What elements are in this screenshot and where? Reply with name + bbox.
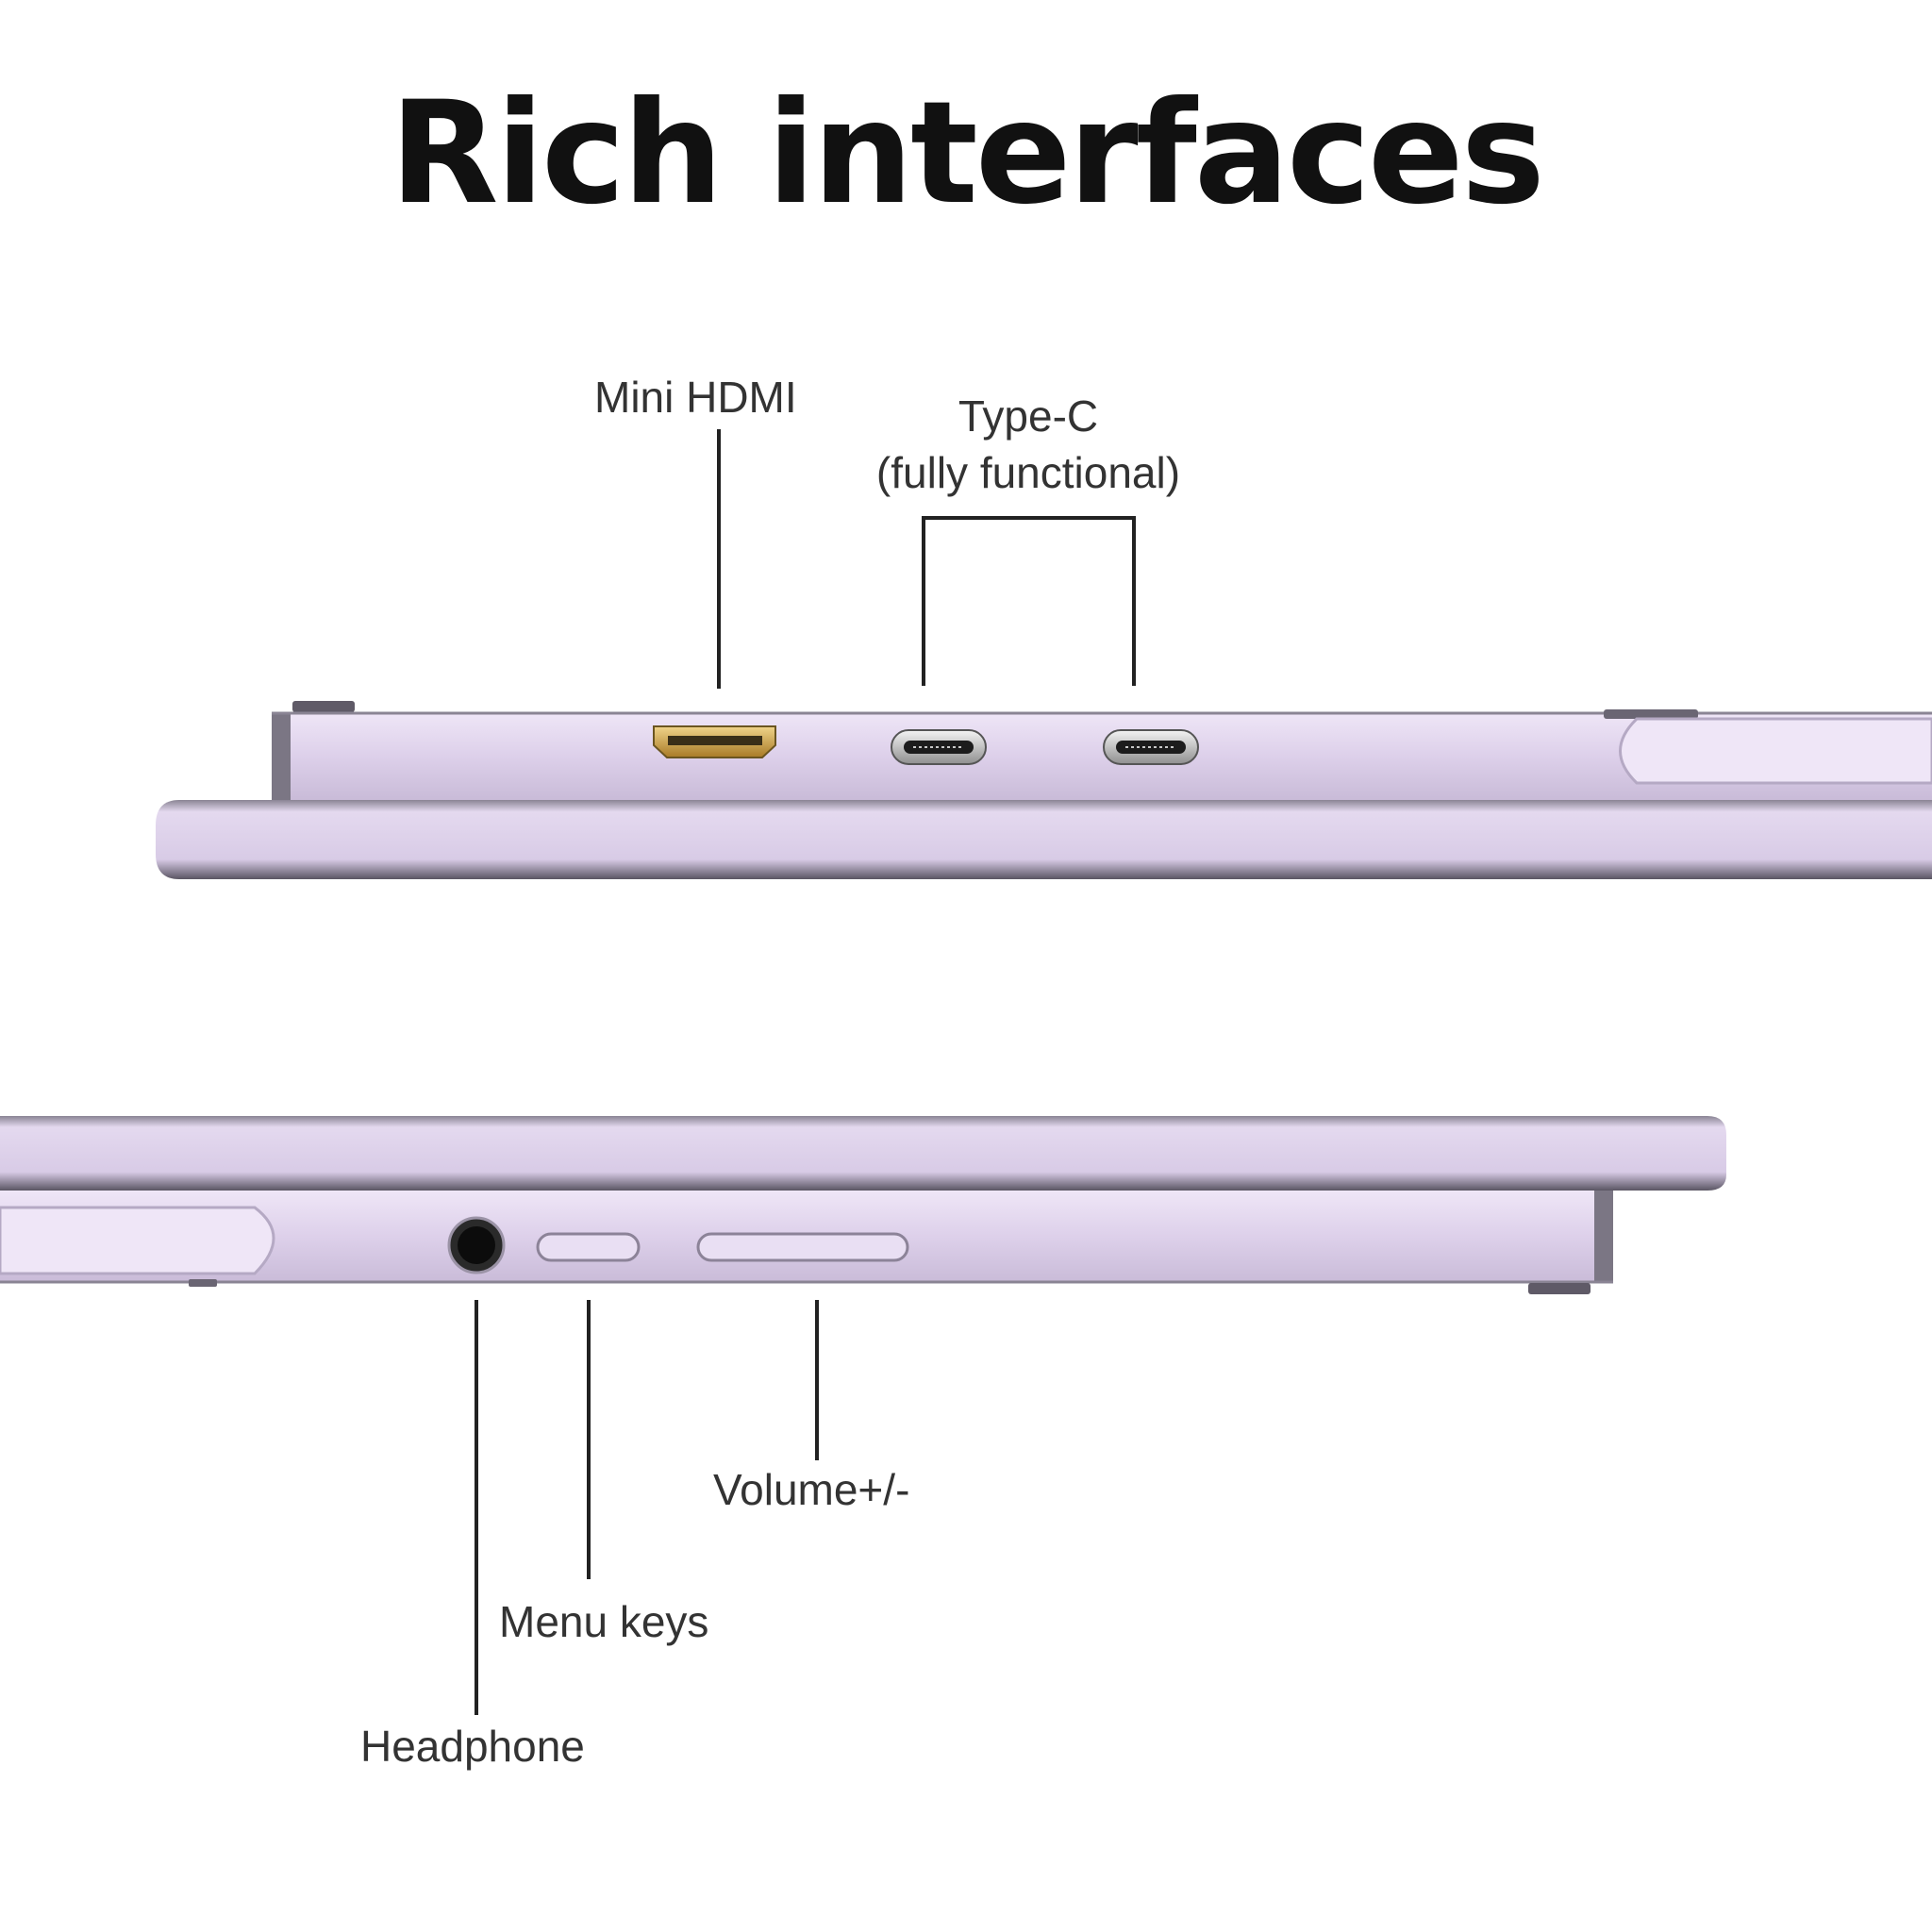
volume-key-icon <box>696 1232 909 1262</box>
type-c-label: Type-C (fully functional) <box>830 389 1226 502</box>
type-c-label-line2: (fully functional) <box>875 447 1181 497</box>
mini-hdmi-port-icon <box>653 725 776 758</box>
volume-label: Volume+/- <box>713 1465 910 1514</box>
mini-hdmi-label: Mini HDMI <box>594 373 797 422</box>
bottom-device-side <box>0 1116 1726 1294</box>
type-c-label-line1: Type-C <box>958 391 1099 441</box>
page-title: Rich interfaces <box>390 72 1545 236</box>
menu-key-icon <box>536 1232 641 1262</box>
type-c-port-2-icon <box>1103 729 1199 765</box>
type-c-bracket-top <box>922 516 1136 520</box>
top-device-side <box>156 701 1932 879</box>
volume-leader <box>815 1300 819 1460</box>
mini-hdmi-leader <box>717 429 721 689</box>
headphone-label: Headphone <box>360 1722 585 1771</box>
headphone-leader <box>475 1300 478 1715</box>
type-c-bracket-left <box>922 516 925 686</box>
type-c-bracket-right <box>1132 516 1136 686</box>
headphone-jack-icon <box>447 1216 506 1274</box>
menu-keys-leader <box>587 1300 591 1579</box>
type-c-port-1-icon <box>891 729 987 765</box>
menu-keys-label: Menu keys <box>499 1597 709 1646</box>
